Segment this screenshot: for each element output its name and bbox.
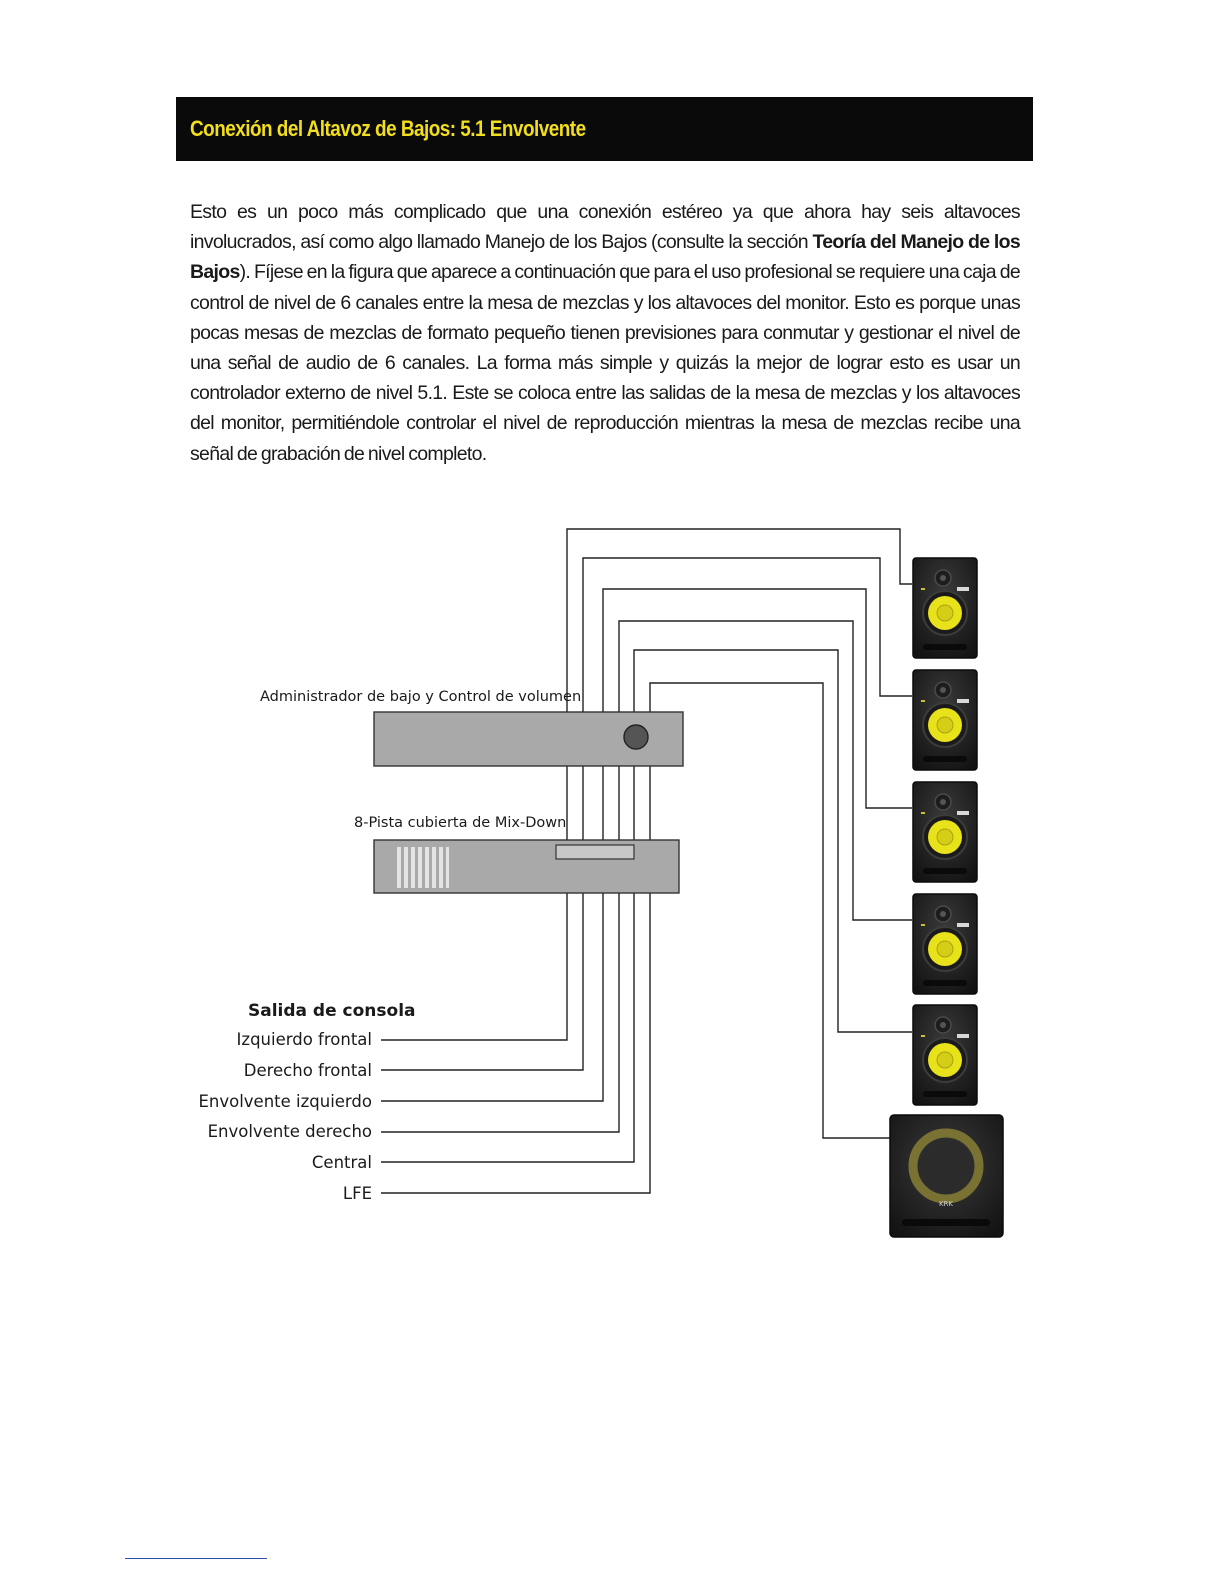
- mixdown-label: 8-Pista cubierta de Mix-Down: [354, 815, 566, 831]
- cable-surround-right: [381, 620, 912, 1133]
- speaker-front-left-icon: [912, 557, 978, 659]
- console-output-center: Central: [312, 1153, 372, 1172]
- speaker-surround-right-icon: [912, 893, 978, 995]
- cable-lfe: [381, 682, 890, 1194]
- speaker-front-right-icon: [912, 669, 978, 771]
- mixdown-deck-device: 8-Pista cubierta de Mix-Down: [354, 815, 680, 894]
- cable-front-right: [381, 557, 912, 1071]
- console-heading: Salida de consola: [248, 1001, 416, 1021]
- signal-cables: [381, 528, 912, 1194]
- console-outputs: Salida de consola Izquierdo frontal Dere…: [198, 1001, 415, 1203]
- cable-front-left: [381, 528, 912, 1041]
- section-title: Conexión del Altavoz de Bajos: 5.1 Envol…: [190, 116, 586, 141]
- console-output-front-right: Derecho frontal: [244, 1061, 372, 1080]
- console-output-surround-left: Envolvente izquierdo: [198, 1092, 372, 1111]
- bass-manager-label: Administrador de bajo y Control de volum…: [260, 689, 581, 705]
- body-paragraph: Esto es un poco más complicado que una c…: [190, 197, 1021, 469]
- footnote-divider: [125, 1558, 267, 1559]
- paragraph-text-1: Esto es un poco más complicado que una c…: [190, 201, 1021, 254]
- vent-grille-icon: [397, 847, 449, 888]
- cable-surround-left: [381, 588, 912, 1102]
- cable-center: [381, 649, 912, 1163]
- speaker-center-icon: [912, 1004, 978, 1106]
- subwoofer-badge: KRK: [939, 1200, 953, 1208]
- subwoofer-icon: KRK: [889, 1114, 1004, 1238]
- bass-manager-device: Administrador de bajo y Control de volum…: [260, 689, 684, 767]
- paragraph-text-2: ). Fíjese en la figura que aparece a con…: [190, 261, 1021, 465]
- display-window: [555, 844, 635, 860]
- monitor-speakers: [912, 557, 978, 1106]
- cross-reference-link[interactable]: Teoría del Manejo de los Bajos: [190, 231, 1021, 284]
- console-output-front-left: Izquierdo frontal: [237, 1030, 372, 1049]
- volume-knob-icon: [623, 724, 649, 750]
- speaker-surround-left-icon: [912, 781, 978, 883]
- console-output-surround-right: Envolvente derecho: [208, 1122, 372, 1141]
- section-header-bar: Conexión del Altavoz de Bajos: 5.1 Envol…: [176, 97, 1033, 161]
- console-output-lfe: LFE: [343, 1184, 372, 1203]
